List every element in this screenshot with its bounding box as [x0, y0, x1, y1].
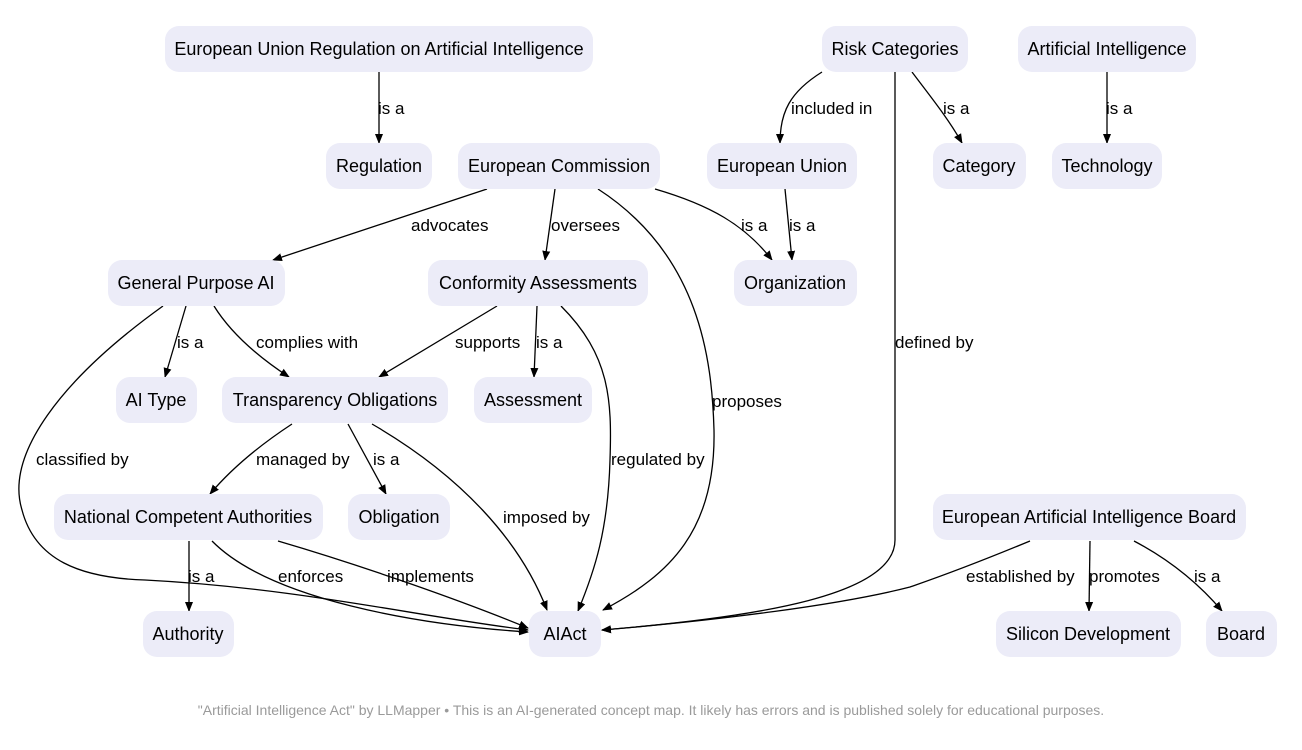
node-obligation[interactable]: Obligation: [348, 494, 450, 540]
edge-nca-aiact-implements: [277, 540, 529, 629]
edge-label: oversees: [551, 216, 620, 235]
edge-label: proposes: [712, 392, 782, 411]
edge-conformity-transparency: [378, 305, 498, 378]
node-label: Technology: [1061, 156, 1152, 176]
edge-label: is a: [536, 333, 563, 352]
edge-label: supports: [455, 333, 520, 352]
edge-nca-aiact-enforces: [211, 540, 529, 636]
node-ai-type[interactable]: AI Type: [116, 377, 197, 423]
node-silicon-development[interactable]: Silicon Development: [996, 611, 1181, 657]
node-aiact[interactable]: AIAct: [529, 611, 601, 657]
edge-label: is a: [378, 99, 405, 118]
node-label: Transparency Obligations: [233, 390, 437, 410]
edge-commission-organization: [654, 188, 773, 261]
edge-conformity-aiact: [560, 305, 612, 612]
node-label: Regulation: [336, 156, 422, 176]
node-label: Assessment: [484, 390, 582, 410]
edge-conformity-assessment: [530, 305, 539, 378]
node-regulation[interactable]: Regulation: [326, 143, 432, 189]
node-label: AIAct: [543, 624, 586, 644]
node-label: Artificial Intelligence: [1027, 39, 1186, 59]
edge-label: promotes: [1089, 567, 1160, 586]
edge-board-silicon: [1085, 540, 1094, 612]
edge-label: included in: [791, 99, 872, 118]
edge-risk-category: [911, 71, 963, 144]
edge-label: is a: [373, 450, 400, 469]
node-label: European Union Regulation on Artificial …: [174, 39, 583, 59]
node-label: General Purpose AI: [117, 273, 274, 293]
edge-label: defined by: [895, 333, 974, 352]
node-label: Organization: [744, 273, 846, 293]
edge-label: managed by: [256, 450, 350, 469]
node-technology[interactable]: Technology: [1052, 143, 1162, 189]
node-label: Authority: [152, 624, 223, 644]
edge-commission-aiact: [597, 188, 715, 611]
node-eu-regulation-ai[interactable]: European Union Regulation on Artificial …: [165, 26, 593, 72]
edge-board-aiact: [601, 540, 1031, 634]
edge-label: is a: [1106, 99, 1133, 118]
attribution-footer: "Artificial Intelligence Act" by LLMappe…: [197, 702, 1105, 718]
node-label: Board: [1217, 624, 1265, 644]
node-label: Silicon Development: [1006, 624, 1170, 644]
node-national-competent-authorities[interactable]: National Competent Authorities: [54, 494, 323, 540]
edge-commission-gpai: [272, 188, 488, 261]
edge-label: implements: [387, 567, 474, 586]
edge-commission-conformity: [542, 188, 556, 261]
node-label: European Commission: [468, 156, 650, 176]
node-label: Category: [942, 156, 1015, 176]
edge-transparency-obligation: [347, 423, 387, 495]
edge-transparency-nca: [209, 423, 293, 495]
edge-board-board: [1133, 540, 1223, 612]
edge-transparency-aiact: [371, 423, 548, 611]
edge-label: is a: [741, 216, 768, 235]
edge-eu-organization: [784, 188, 796, 261]
edge-label: is a: [789, 216, 816, 235]
edge-label: classified by: [36, 450, 129, 469]
node-label: Conformity Assessments: [439, 273, 637, 293]
edge-label: complies with: [256, 333, 358, 352]
edge-label: advocates: [411, 216, 489, 235]
node-artificial-intelligence[interactable]: Artificial Intelligence: [1018, 26, 1196, 72]
node-assessment[interactable]: Assessment: [474, 377, 592, 423]
node-european-ai-board[interactable]: European Artificial Intelligence Board: [933, 494, 1246, 540]
node-organization[interactable]: Organization: [734, 260, 857, 306]
node-label: European Artificial Intelligence Board: [942, 507, 1236, 527]
node-category[interactable]: Category: [933, 143, 1026, 189]
edge-label: is a: [1194, 567, 1221, 586]
concept-map: is a included in is a defined by is a ad…: [18, 26, 1277, 657]
node-label: Risk Categories: [831, 39, 958, 59]
node-european-commission[interactable]: European Commission: [458, 143, 660, 189]
edge-gpai-aiact: [18, 305, 529, 633]
edge-label: established by: [966, 567, 1075, 586]
edge-label: imposed by: [503, 508, 590, 527]
edge-risk-eu: [776, 71, 823, 144]
edge-label: regulated by: [611, 450, 705, 469]
node-label: European Union: [717, 156, 847, 176]
edge-label: is a: [188, 567, 215, 586]
node-transparency-obligations[interactable]: Transparency Obligations: [222, 377, 448, 423]
node-european-union[interactable]: European Union: [707, 143, 857, 189]
node-label: AI Type: [126, 390, 187, 410]
node-board[interactable]: Board: [1206, 611, 1277, 657]
node-label: Obligation: [358, 507, 439, 527]
edge-label: is a: [177, 333, 204, 352]
node-general-purpose-ai[interactable]: General Purpose AI: [108, 260, 285, 306]
edge-gpai-transparency: [213, 305, 290, 378]
edge-gpai-aitype: [163, 305, 187, 378]
node-label: National Competent Authorities: [64, 507, 312, 527]
edge-label: enforces: [278, 567, 343, 586]
node-conformity-assessments[interactable]: Conformity Assessments: [428, 260, 648, 306]
node-risk-categories[interactable]: Risk Categories: [822, 26, 968, 72]
node-authority[interactable]: Authority: [143, 611, 234, 657]
edge-label: is a: [943, 99, 970, 118]
